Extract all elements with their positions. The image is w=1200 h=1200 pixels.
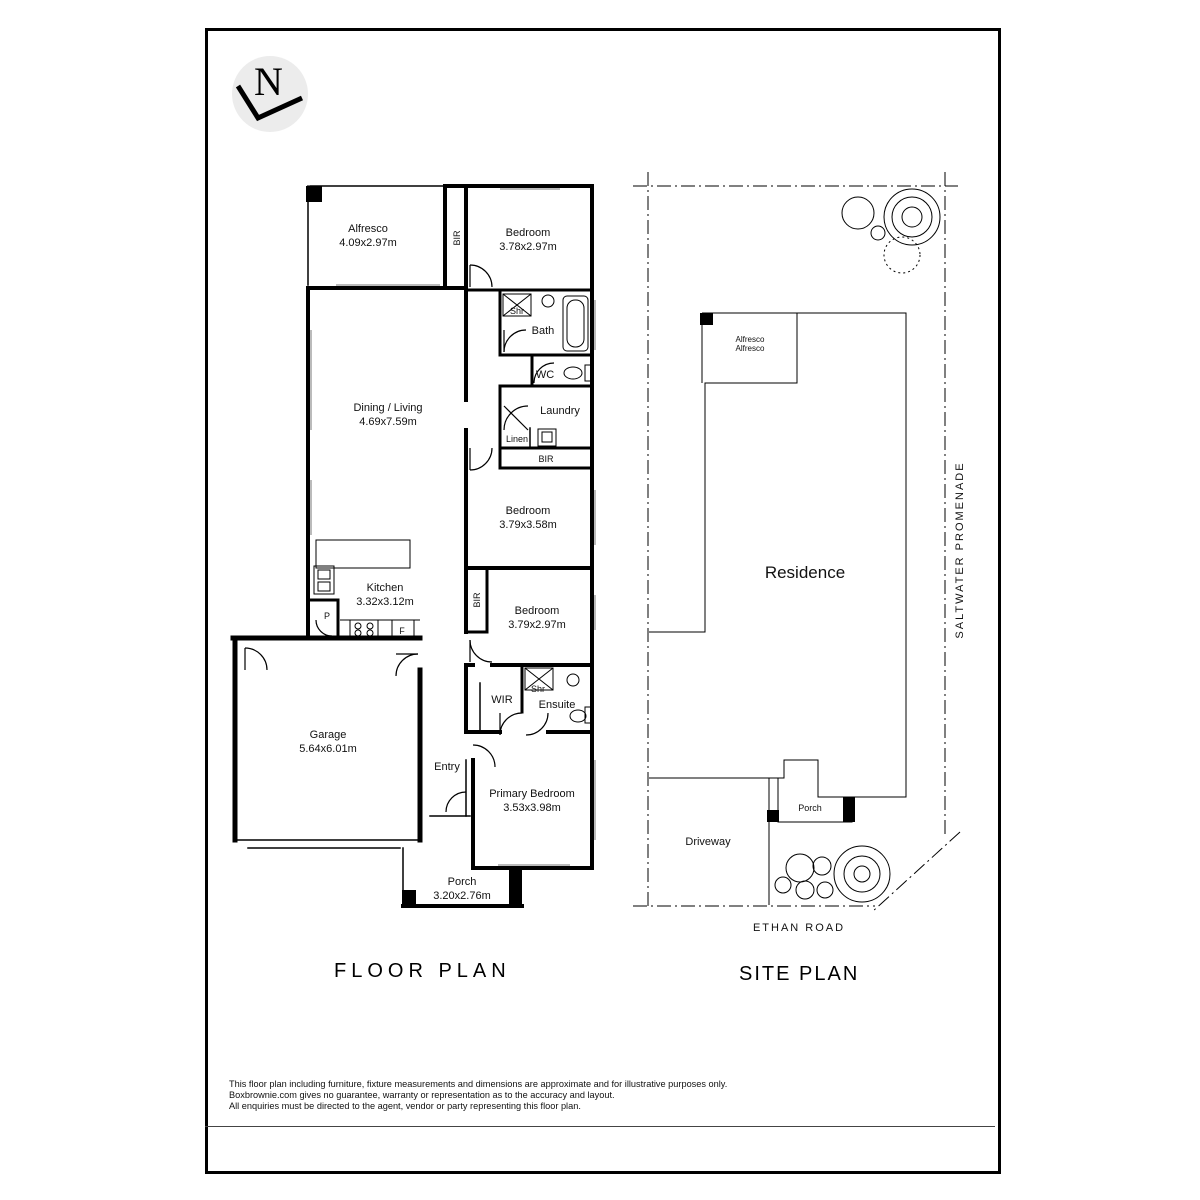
tree-icon (833, 845, 891, 903)
fixtures (313, 293, 592, 724)
site-alfresco-label: Alfresco (736, 344, 765, 353)
tree-icon (883, 188, 941, 246)
shrub-icon (841, 196, 875, 230)
room-size: 4.69x7.59m (359, 416, 416, 428)
room-name: Porch (448, 876, 477, 888)
shrub-icon (816, 881, 834, 899)
floor-plan-labels: Alfresco 4.09x2.97m Bedroom 3.78x2.97m B… (299, 223, 580, 902)
room-name: Garage (310, 729, 347, 741)
ensuite-shower-icon (524, 667, 554, 691)
window-marks (310, 188, 596, 866)
laundry-tub-icon (537, 428, 557, 447)
driveway-label: Driveway (685, 836, 731, 848)
site-alfresco-label: Alfresco (736, 335, 765, 344)
room-name: Bath (532, 325, 555, 337)
room-name: Laundry (540, 405, 580, 417)
disclaimer: This floor plan including furniture, fix… (229, 1079, 727, 1112)
room-name: Bedroom (515, 605, 560, 617)
kitchen-sink-icon (313, 565, 335, 595)
room-size: 4.09x2.97m (339, 237, 396, 249)
north-compass-icon: N (232, 56, 308, 132)
room-name: Kitchen (367, 582, 404, 594)
site-plan-heading: SITE PLAN (739, 963, 860, 985)
floor-plan-walls (230, 184, 594, 908)
ensuite-basin-icon (566, 673, 580, 687)
ensuite-toilet-icon (569, 709, 587, 723)
room-name: Entry (434, 761, 460, 773)
wall-blocks (306, 186, 855, 906)
shrub-icon (812, 856, 832, 876)
fixture-label: Shr (510, 306, 524, 316)
pantry-label: P (324, 611, 330, 621)
room-size: 3.20x2.76m (433, 890, 490, 902)
fixture-label: Shr (531, 684, 545, 694)
room-name: WC (536, 369, 554, 381)
disclaimer-line: Boxbrownie.com gives no guarantee, warra… (229, 1090, 615, 1100)
site-boundary (633, 172, 961, 913)
residence-label: Residence (765, 563, 845, 582)
site-porch-label: Porch (798, 803, 822, 813)
residence-outline (649, 312, 907, 905)
room-size: 3.78x2.97m (499, 241, 556, 253)
door-swings (244, 264, 555, 813)
cooktop-icon (349, 619, 379, 639)
room-name: BIR (538, 454, 554, 464)
compass-arrow-icon (235, 84, 304, 122)
wc-toilet-icon (563, 366, 583, 380)
fridge-label: F (399, 626, 405, 636)
room-size: 5.64x6.01m (299, 743, 356, 755)
tree-icons (774, 188, 941, 903)
street-name-right: SALTWATER PROMENADE (954, 461, 966, 638)
room-size: 3.79x2.97m (508, 619, 565, 631)
disclaimer-line: All enquiries must be directed to the ag… (229, 1101, 581, 1111)
room-name: Bedroom (506, 227, 551, 239)
room-name: Alfresco (348, 223, 388, 235)
room-name: BIR (452, 230, 462, 246)
shrub-icon (795, 880, 815, 900)
room-name: Linen (506, 434, 528, 444)
tree-canopy-icon (883, 236, 921, 274)
shrub-icon (774, 876, 792, 894)
room-name: WIR (491, 694, 512, 706)
kitchen-island-icon (315, 539, 411, 569)
shrub-icon (870, 225, 886, 241)
compass-letter: N (254, 59, 283, 104)
bath-shower-icon (502, 293, 532, 317)
room-size: 3.32x3.12m (356, 596, 413, 608)
bathtub-icon (562, 295, 589, 352)
room-name: Primary Bedroom (489, 788, 575, 800)
shrub-icon (785, 853, 815, 883)
room-name: BIR (472, 592, 482, 608)
floor-plan-heading: FLOOR PLAN (334, 960, 511, 982)
street-name-bottom: ETHAN ROAD (753, 922, 845, 934)
disclaimer-line: This floor plan including furniture, fix… (229, 1079, 728, 1089)
room-name: Bedroom (506, 505, 551, 517)
footer-divider (205, 1126, 995, 1127)
room-size: 3.79x3.58m (499, 519, 556, 531)
room-name: Ensuite (539, 699, 576, 711)
site-plan-labels: Alfresco Alfresco Residence Porch Drivew… (685, 335, 966, 934)
room-name: Dining / Living (353, 402, 422, 414)
room-size: 3.53x3.98m (503, 802, 560, 814)
bath-basin-icon (541, 294, 555, 308)
